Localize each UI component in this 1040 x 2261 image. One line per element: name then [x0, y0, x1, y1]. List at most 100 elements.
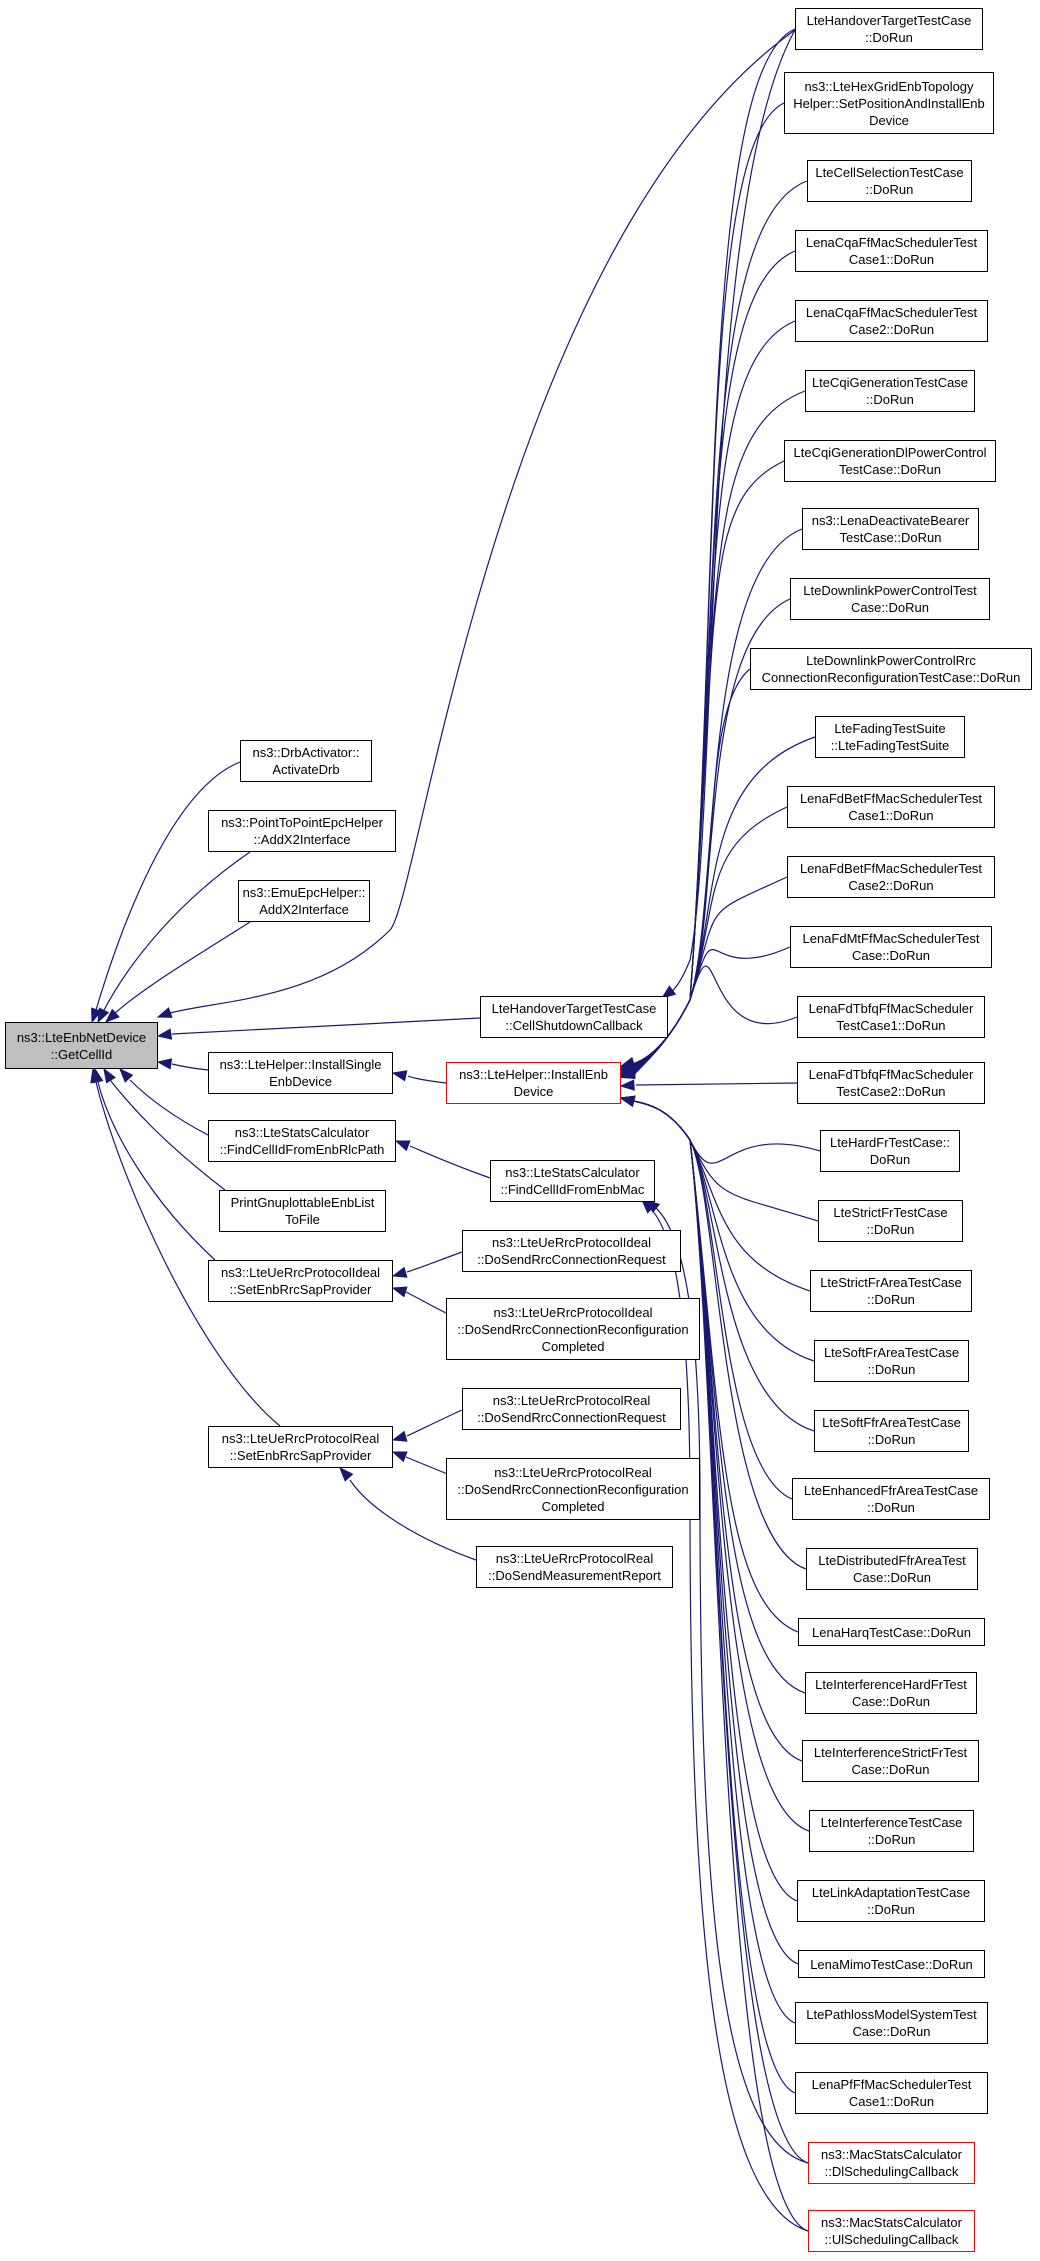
node-ltedownlinkpowercontrolrrcconnectionreconfigurationtestcase-dorun[interactable]: LteDownlinkPowerControlRrc ConnectionRec…	[750, 648, 1032, 690]
r15-to-install-enb-arrowhead	[619, 1079, 635, 1091]
r15-to-install-enb-edge	[635, 1082, 798, 1086]
node-lenacqaffmacschedulertestcase1-dorun[interactable]: LenaCqaFfMacSchedulerTest Case1::DoRun	[795, 230, 988, 272]
stats-mac-to-rlc-edge	[409, 1145, 491, 1179]
ho-dorun-to-cb-edge	[667, 29, 796, 995]
node-ltefadingtestsuite[interactable]: LteFadingTestSuite ::LteFadingTestSuite	[815, 716, 965, 758]
node-lenafdtbfqffmacschedulertestcase1-dorun[interactable]: LenaFdTbfqFfMacScheduler TestCase1::DoRu…	[797, 996, 985, 1038]
node-lenafdbetffmacschedulertestcase1-dorun[interactable]: LenaFdBetFfMacSchedulerTest Case1::DoRun	[787, 786, 995, 828]
node-ltecellselectiontestcase-dorun[interactable]: LteCellSelectionTestCase ::DoRun	[807, 160, 972, 202]
real-reconf-to-sap-arrowhead	[391, 1451, 408, 1463]
node-ltestatscalculator-findcellidfromenbrlcpath[interactable]: ns3::LteStatsCalculator ::FindCellIdFrom…	[208, 1120, 396, 1162]
ideal-req-to-sap-edge	[406, 1251, 463, 1273]
p2p-to-root-arrowhead	[97, 1007, 110, 1024]
emu-to-root-arrowhead	[104, 1008, 120, 1023]
node-lenamimotestcase-dorun[interactable]: LenaMimoTestCase::DoRun	[798, 1950, 985, 1978]
ideal-reconf-to-sap-arrowhead	[391, 1286, 408, 1298]
ideal-sap-to-root-edge	[97, 1081, 216, 1261]
real-sap-to-root-arrowhead	[90, 1067, 102, 1084]
node-ltehandovertargettestcase-cellshutdowncallback[interactable]: LteHandoverTargetTestCase ::CellShutdown…	[480, 996, 668, 1038]
node-lteuerrcprotocolreal-dosendrrcconnectionrequest[interactable]: ns3::LteUeRrcProtocolReal ::DoSendRrcCon…	[462, 1388, 681, 1430]
real-meas-to-sap-arrowhead	[339, 1466, 354, 1482]
node-lenacqaffmacschedulertestcase2-dorun[interactable]: LenaCqaFfMacSchedulerTest Case2::DoRun	[795, 300, 988, 342]
ho-cb-to-root-arrowhead	[156, 1028, 173, 1040]
r05-to-install-enb-edge	[633, 390, 806, 1068]
node-ltehexgridenbtopologyhelper-setpositionandinstallenbdevice[interactable]: ns3::LteHexGridEnbTopology Helper::SetPo…	[784, 72, 994, 134]
node-pointtopointepchelper-addx2interface[interactable]: ns3::PointToPointEpcHelper ::AddX2Interf…	[208, 810, 396, 852]
gnuplot-to-root-edge	[109, 1079, 226, 1191]
node-drbactivator-activatedrb[interactable]: ns3::DrbActivator:: ActivateDrb	[240, 740, 372, 782]
node-lteuerrcprotocolideal-dosendrrcconnectionrequest[interactable]: ns3::LteUeRrcProtocolIdeal ::DoSendRrcCo…	[462, 1230, 681, 1272]
node-printgnuplottableenblisttofile[interactable]: PrintGnuplottableEnbList ToFile	[219, 1190, 386, 1232]
node-lteinterferencehardfrtestcase-dorun[interactable]: LteInterferenceHardFrTest Case::DoRun	[805, 1672, 977, 1714]
node-ltesoftfrareatestcase-dorun[interactable]: LteSoftFrAreaTestCase ::DoRun	[814, 1340, 969, 1382]
node-macstatscalculator-ulschedulingcallback[interactable]: ns3::MacStatsCalculator ::UlSchedulingCa…	[808, 2210, 975, 2252]
node-lenapfffmacschedulertestcase1-dorun[interactable]: LenaPfFfMacSchedulerTest Case1::DoRun	[795, 2072, 988, 2114]
install-enb-to-single-edge	[407, 1075, 447, 1084]
ho-dorun-to-cb-arrowhead	[660, 985, 677, 999]
real-meas-to-sap-edge	[349, 1479, 477, 1561]
node-ltesoftffrareatestcase-dorun[interactable]: LteSoftFfrAreaTestCase ::DoRun	[814, 1410, 969, 1452]
stats-mac-to-rlc-arrowhead	[394, 1140, 411, 1152]
ul-to-stats-mac-arrowhead	[641, 1199, 656, 1214]
real-reconf-to-sap-edge	[405, 1456, 451, 1476]
call-edges	[90, 28, 821, 2232]
node-lteinterferencetestcase-dorun[interactable]: LteInterferenceTestCase ::DoRun	[809, 1810, 974, 1852]
r25-to-install-enb-edge	[632, 1100, 803, 1762]
emu-to-root-edge	[112, 921, 251, 1016]
r14-to-install-enb-edge	[633, 965, 798, 1075]
drb-to-root-edge	[95, 761, 241, 1011]
stats-rlc-to-root-edge	[129, 1079, 209, 1136]
stats-rlc-to-root-arrowhead	[119, 1067, 134, 1083]
r07-to-install-enb-edge	[633, 528, 803, 1070]
node-lenadeactivatebearertestcase-dorun[interactable]: ns3::LenaDeactivateBearer TestCase::DoRu…	[802, 508, 979, 550]
install-enb-to-single-arrowhead	[391, 1070, 408, 1082]
r32-to-install-enb-edge	[632, 1100, 809, 2232]
node-lte-handover-target-testcase-dorun[interactable]: LteHandoverTargetTestCase ::DoRun	[795, 8, 983, 50]
single-to-root-edge	[171, 1063, 209, 1071]
node-ltecqigenerationtestcase-dorun[interactable]: LteCqiGenerationTestCase ::DoRun	[805, 370, 975, 412]
node-lteinterferencestrictfrtestcase-dorun[interactable]: LteInterferenceStrictFrTest Case::DoRun	[802, 1740, 979, 1782]
ideal-reconf-to-sap-edge	[405, 1291, 451, 1316]
node-lenafdtbfqffmacschedulertestcase2-dorun[interactable]: LenaFdTbfqFfMacScheduler TestCase2::DoRu…	[797, 1062, 985, 1104]
r32-to-install-enb-arrowhead	[619, 1095, 636, 1107]
node-ltedownlinkpowercontroltestcase-dorun[interactable]: LteDownlinkPowerControlTest Case::DoRun	[790, 578, 990, 620]
node-lteuerrcprotocolreal-setenbrrcsapprovider[interactable]: ns3::LteUeRrcProtocolReal ::SetEnbRrcSap…	[208, 1426, 393, 1468]
node-lteuerrcprotocolideal-setenbrrcsapprovider[interactable]: ns3::LteUeRrcProtocolIdeal ::SetEnbRrcSa…	[208, 1260, 393, 1302]
node-lenafdmtffmacschedulertestcase-dorun[interactable]: LenaFdMtFfMacSchedulerTest Case::DoRun	[790, 926, 992, 968]
node-ltestrictfrareatestcase-dorun[interactable]: LteStrictFrAreaTestCase ::DoRun	[810, 1270, 972, 1312]
node-ltestrictfrtestcase-dorun[interactable]: LteStrictFrTestCase ::DoRun	[818, 1200, 963, 1242]
node-ltehelper-installenbdevice[interactable]: ns3::LteHelper::InstallEnb Device	[446, 1062, 621, 1104]
ho-cb-to-root-edge	[171, 1017, 481, 1035]
node-ltehardfrtestcase-dorun[interactable]: LteHardFrTestCase:: DoRun	[820, 1130, 960, 1172]
r02-to-install-enb-edge	[633, 180, 808, 1066]
node-macstatscalculator-dlschedulingcallback[interactable]: ns3::MacStatsCalculator ::DlSchedulingCa…	[808, 2142, 975, 2184]
node-ltestatscalculator-findcellidfromenbmac[interactable]: ns3::LteStatsCalculator ::FindCellIdFrom…	[490, 1160, 655, 1202]
node-lenaharqtestcase-dorun[interactable]: LenaHarqTestCase::DoRun	[798, 1618, 985, 1646]
real-req-to-sap-edge	[406, 1409, 463, 1437]
ho-dorun-to-root-edge	[169, 29, 796, 1014]
node-ltelinkadaptationtestcase-dorun[interactable]: LteLinkAdaptationTestCase ::DoRun	[797, 1880, 985, 1922]
gnuplot-to-root-arrowhead	[103, 1067, 116, 1084]
r06-to-install-enb-edge	[633, 460, 785, 1069]
node-lenafdbetffmacschedulertestcase2-dorun[interactable]: LenaFdBetFfMacSchedulerTest Case2::DoRun	[787, 856, 995, 898]
ho-dorun-to-root-arrowhead	[156, 1007, 173, 1018]
node-emuepchelper-addx2interface[interactable]: ns3::EmuEpcHelper:: AddX2Interface	[238, 880, 370, 922]
p2p-to-root-edge	[102, 851, 251, 1013]
real-sap-to-root-edge	[95, 1081, 281, 1427]
node-lteuerrcprotocolreal-dosendrrcconnectionreconfigurationcompleted[interactable]: ns3::LteUeRrcProtocolReal ::DoSendRrcCon…	[446, 1458, 700, 1520]
r17-to-install-enb-edge	[632, 1100, 819, 1222]
ideal-req-to-sap-arrowhead	[391, 1266, 408, 1278]
node-ltedistributedffrareatestcase-dorun[interactable]: LteDistributedFfrAreaTest Case::DoRun	[806, 1548, 978, 1590]
r01-to-install-enb-edge	[633, 102, 785, 1065]
node-ltepathlossmodelsystemtestcase-dorun[interactable]: LtePathlossModelSystemTest Case::DoRun	[795, 2002, 988, 2044]
node-lteenbnetdevice-getcellid: ns3::LteEnbNetDevice ::GetCellId	[5, 1022, 158, 1069]
real-req-to-sap-arrowhead	[391, 1430, 408, 1442]
node-lteuerrcprotocolideal-dosendrrcconnectionreconfigurationcompleted[interactable]: ns3::LteUeRrcProtocolIdeal ::DoSendRrcCo…	[446, 1298, 700, 1360]
single-to-root-arrowhead	[156, 1058, 173, 1070]
dl-to-stats-mac-edge	[654, 1206, 809, 2164]
node-ltehelper-installsingleenbdevice[interactable]: ns3::LteHelper::InstallSingle EnbDevice	[208, 1052, 393, 1094]
node-lteenhancedffrareatestcase-dorun[interactable]: LteEnhancedFfrAreaTestCase ::DoRun	[792, 1478, 990, 1520]
node-ltecqigenerationdlpowercontroltestcase-dorun[interactable]: LteCqiGenerationDlPowerControl TestCase:…	[784, 440, 996, 482]
node-lteuerrcprotocolreal-dosendmeasurementreport[interactable]: ns3::LteUeRrcProtocolReal ::DoSendMeasur…	[476, 1546, 673, 1588]
